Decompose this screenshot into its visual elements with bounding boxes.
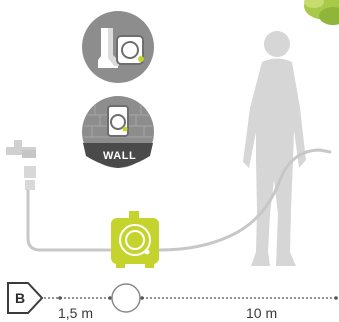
distance-line: [40, 296, 338, 300]
plant-leaves: [304, 0, 339, 25]
water-tap-icon: [6, 140, 36, 190]
hose-reel-icon: [111, 211, 159, 268]
person-silhouette: [243, 31, 306, 266]
reel-position-marker: [112, 284, 140, 312]
distance-tap-to-reel: 1,5 m: [58, 306, 93, 320]
garden-boots-mount-icon: [82, 11, 154, 83]
option-badge-label: B: [15, 291, 25, 305]
wall-label: WALL: [103, 151, 136, 162]
distance-reel-to-user: 10 m: [246, 306, 277, 320]
